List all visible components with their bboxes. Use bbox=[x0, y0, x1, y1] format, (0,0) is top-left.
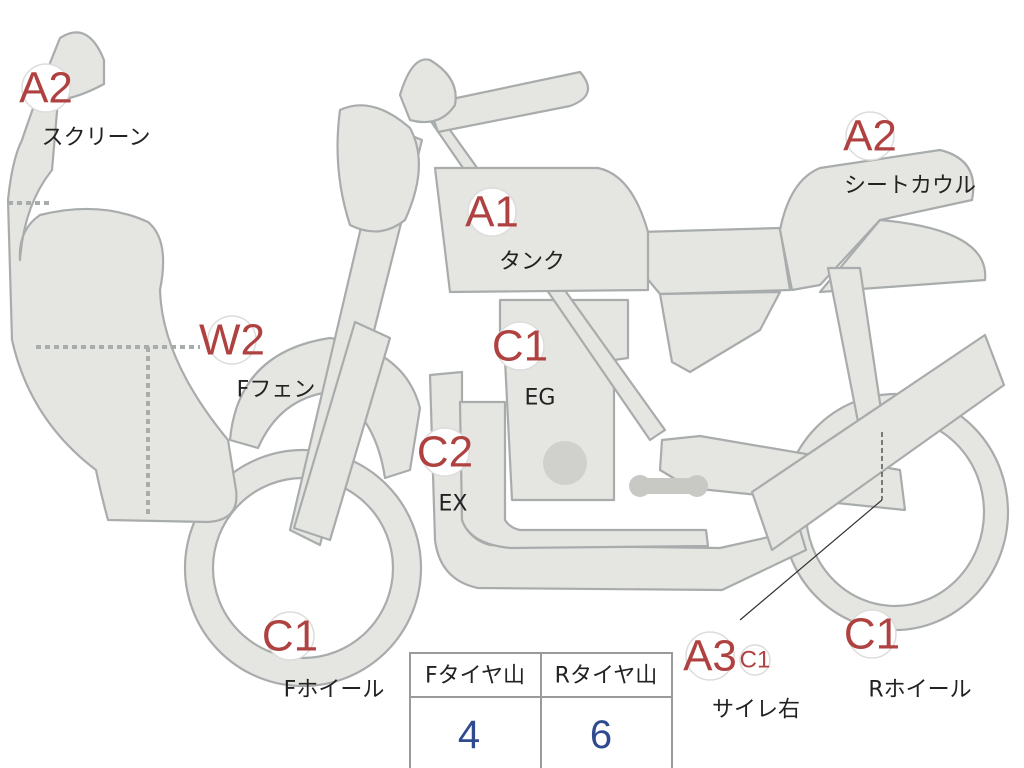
grade-badge-screen: A2 bbox=[19, 64, 73, 113]
label-tank: タンク bbox=[499, 250, 565, 275]
tread-header-front: Fタイヤ山 bbox=[425, 664, 525, 689]
part-r-wheel: C1 Rホイール bbox=[844, 609, 972, 703]
fairing-shape bbox=[6, 31, 238, 524]
fork-bottom-shape bbox=[292, 320, 392, 542]
mirror-shape bbox=[398, 58, 457, 124]
muffler-shape bbox=[750, 333, 1006, 552]
label-exhaust: EX bbox=[439, 492, 468, 517]
muffler-leader-line bbox=[739, 499, 883, 621]
label-engine: EG bbox=[525, 386, 556, 411]
part-screen: A2 スクリーン bbox=[19, 63, 151, 151]
handlebar-shape bbox=[426, 70, 590, 134]
grade-badge-muffler-right: A3 bbox=[683, 632, 737, 681]
part-tank: A1 タンク bbox=[465, 187, 565, 275]
side-cover-shape bbox=[658, 290, 782, 374]
grade-badge-seat-cowl: A2 bbox=[843, 112, 897, 161]
grade-badge-f-wheel: C1 bbox=[262, 612, 318, 661]
seat-shape bbox=[638, 226, 792, 296]
tread-header-rear: Rタイヤ山 bbox=[555, 664, 658, 689]
lower-frame-inner bbox=[458, 400, 710, 550]
part-seat-cowl: A2 シートカウル bbox=[843, 111, 976, 199]
headlight-shape bbox=[336, 104, 420, 233]
label-f-wheel: Fホイール bbox=[284, 678, 385, 703]
grade-badge-muffler-right-secondary: C1 bbox=[740, 647, 771, 674]
front-wheel-shape bbox=[183, 448, 423, 688]
part-exhaust: C2 EX bbox=[417, 427, 473, 517]
part-engine: C1 EG bbox=[492, 321, 556, 411]
tread-value-front: 4 bbox=[458, 713, 480, 757]
label-f-fender: Fフェン bbox=[237, 378, 316, 403]
grade-badge-tank: A1 bbox=[465, 188, 519, 237]
part-f-wheel: C1 Fホイール bbox=[262, 611, 385, 703]
tread-value-rear: 6 bbox=[590, 713, 612, 757]
part-muffler-right: A3 C1 サイレ右 bbox=[683, 631, 800, 723]
engine-cover-shape bbox=[543, 441, 587, 485]
seat-cowl-shape bbox=[778, 148, 975, 292]
grade-badge-exhaust: C2 bbox=[417, 428, 473, 477]
footpeg-shape bbox=[640, 478, 700, 494]
label-r-wheel: Rホイール bbox=[868, 678, 971, 703]
label-screen: スクリーン bbox=[42, 126, 151, 151]
motorcycle-illustration bbox=[6, 31, 1010, 688]
grade-badge-f-fender: W2 bbox=[199, 316, 265, 365]
part-f-fender: W2 Fフェン bbox=[199, 315, 316, 403]
grade-badge-r-wheel: C1 bbox=[844, 610, 900, 659]
label-muffler-right: サイレ右 bbox=[712, 698, 800, 723]
label-seat-cowl: シートカウル bbox=[844, 174, 976, 199]
grade-badge-engine: C1 bbox=[492, 322, 548, 371]
tire-tread-table: Fタイヤ山 Rタイヤ山 4 6 bbox=[409, 652, 673, 768]
